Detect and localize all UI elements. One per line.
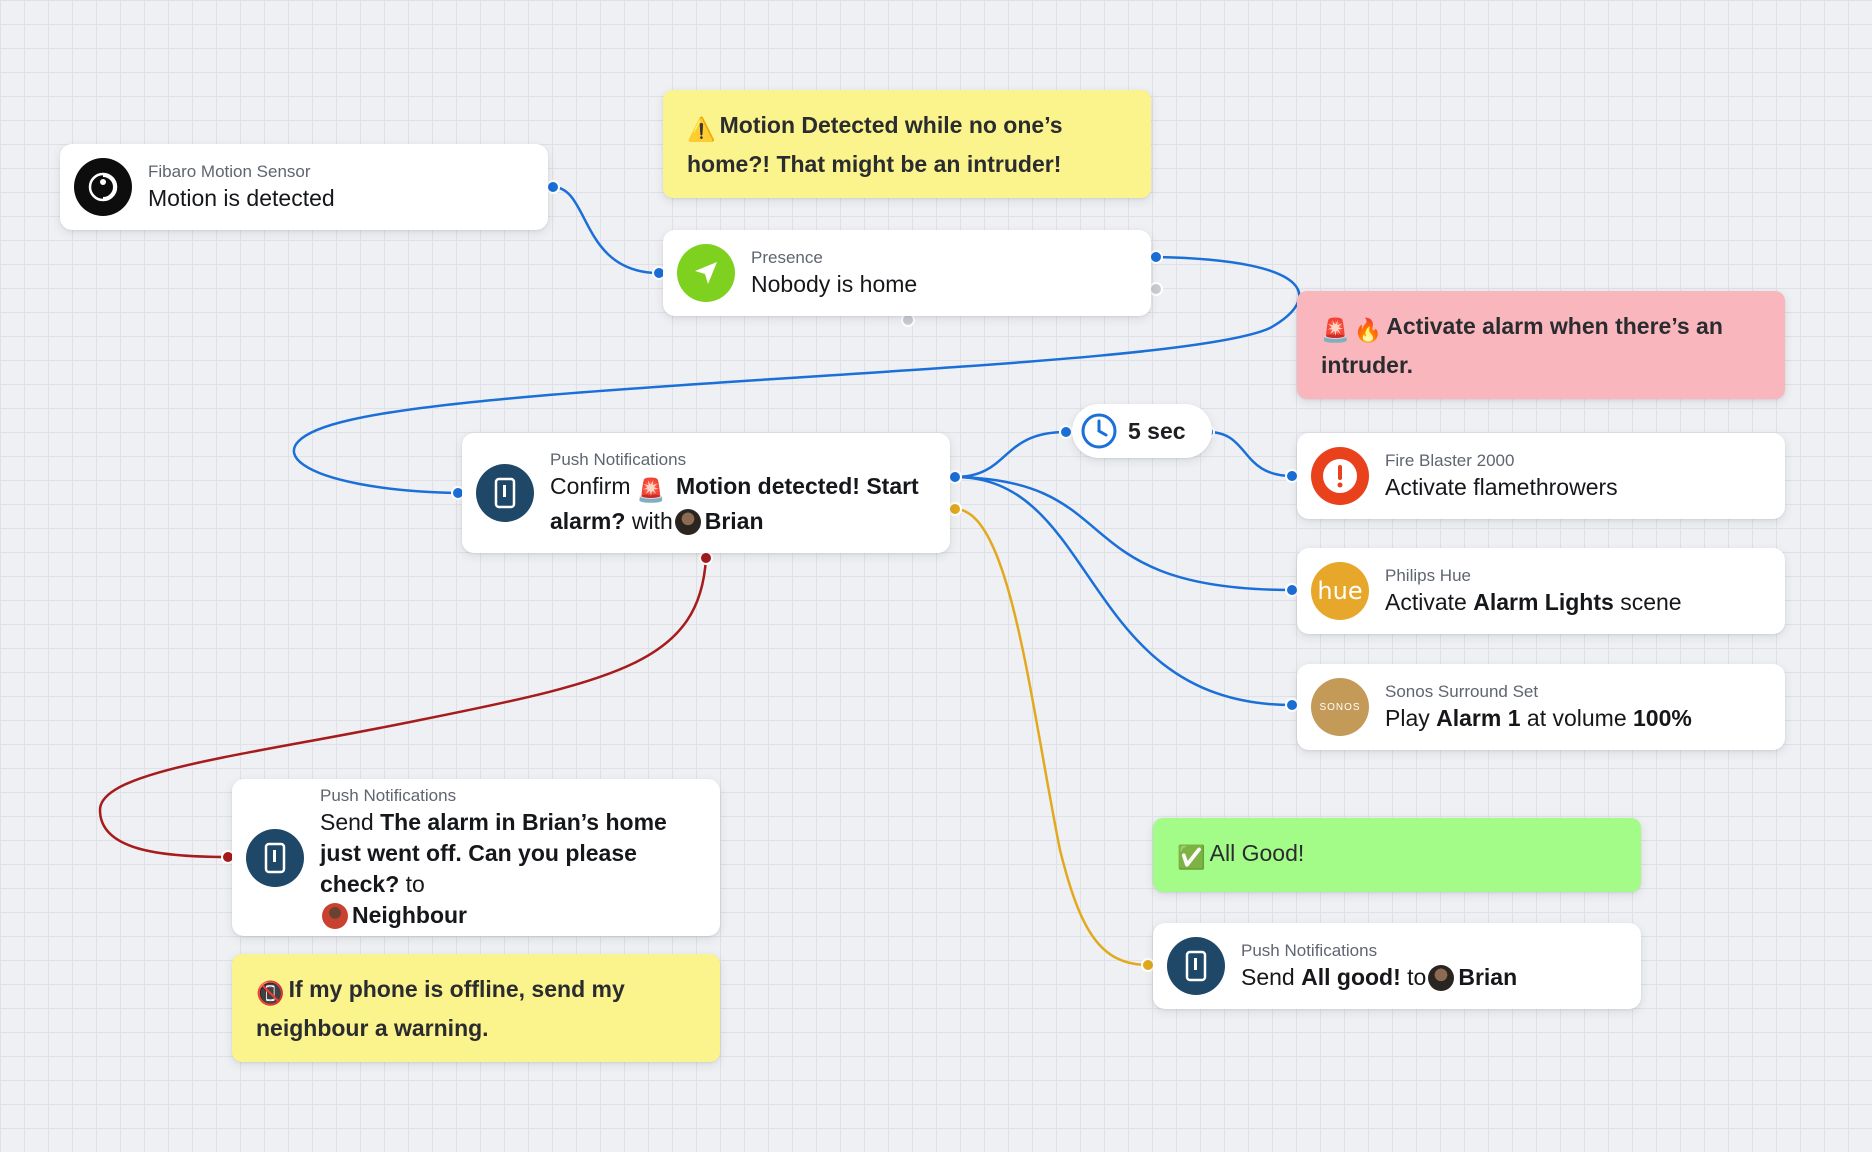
node-philips-hue[interactable]: hue Philips Hue Activate Alarm Lights sc… <box>1297 548 1785 634</box>
wire-confirm-timeout-to-allgood <box>954 507 1149 967</box>
port-confirm-error[interactable] <box>699 551 713 565</box>
node-subtitle: Push Notifications <box>320 785 457 805</box>
sonos-prefix: Play <box>1385 704 1430 731</box>
send-prefix: Send <box>1241 963 1295 990</box>
node-subtitle: Presence <box>751 247 823 267</box>
recipient-name: Brian <box>704 508 764 534</box>
node-subtitle: Sonos Surround Set <box>1385 681 1539 701</box>
node-confirm-push[interactable]: Push Notifications Confirm 🚨 Motion dete… <box>462 433 950 553</box>
with-label: with <box>631 508 673 534</box>
wire-delay-to-fire <box>1207 430 1293 478</box>
phone-icon <box>246 828 304 887</box>
note-activate-alarm[interactable]: 🚨🔥Activate alarm when there’s an intrude… <box>1297 291 1785 399</box>
wire-confirm-error-to-neighbour <box>98 557 708 859</box>
siren-emoji: 🚨 <box>1321 317 1350 343</box>
recipient-name: Brian <box>1458 963 1518 990</box>
note-text: Motion Detected while no one’s home?! Th… <box>687 112 1063 177</box>
motion-sensor-icon <box>74 158 132 216</box>
phone-icon <box>476 464 534 522</box>
recipient-name: Neighbour <box>352 901 467 928</box>
hue-logo-icon: hue <box>1311 562 1369 620</box>
to-label: to <box>1407 963 1427 990</box>
node-title: Nobody is home <box>751 270 918 297</box>
phone-icon <box>1167 937 1225 995</box>
wire-confirm-to-delay <box>954 430 1067 479</box>
node-delay[interactable]: 5 sec <box>1072 404 1212 458</box>
avatar <box>1428 964 1455 991</box>
port-confirm-yes[interactable] <box>948 470 962 484</box>
avatar <box>322 902 348 929</box>
check-emoji: ✅ <box>1177 844 1206 870</box>
siren-emoji: 🚨 <box>636 477 666 503</box>
note-text: Activate alarm when there’s an intruder. <box>1321 313 1723 378</box>
node-motion-sensor[interactable]: Fibaro Motion Sensor Motion is detected <box>60 144 548 230</box>
port-presence-yes[interactable] <box>1149 250 1163 264</box>
node-subtitle: Philips Hue <box>1385 565 1471 585</box>
node-title: Activate Alarm Lights scene <box>1385 587 1682 618</box>
hue-logo-text: hue <box>1317 577 1363 605</box>
node-title: Play Alarm 1 at volume 100% <box>1385 703 1692 734</box>
hue-suffix: scene <box>1620 588 1682 615</box>
note-text: If my phone is offline, send my neighbou… <box>256 976 625 1041</box>
port-delay-in[interactable] <box>1059 425 1073 439</box>
sonos-middle: at volume <box>1526 704 1627 731</box>
node-title: Motion is detected <box>148 184 335 211</box>
warning-emoji: ⚠️ <box>687 116 716 142</box>
node-title: Confirm 🚨 Motion detected! Start alarm? … <box>550 471 936 537</box>
wire-motion-to-presence <box>552 185 660 275</box>
hue-prefix: Activate <box>1385 588 1467 615</box>
node-title: Activate flamethrowers <box>1385 473 1618 500</box>
avatar <box>674 509 701 535</box>
node-subtitle: Push Notifications <box>550 450 687 469</box>
alert-icon <box>1311 447 1369 505</box>
node-sonos[interactable]: SONOS Sonos Surround Set Play Alarm 1 at… <box>1297 664 1785 750</box>
node-subtitle: Push Notifications <box>1241 940 1378 960</box>
location-arrow-icon <box>677 244 735 302</box>
fire-emoji: 🔥 <box>1353 317 1383 343</box>
to-label: to <box>405 870 425 897</box>
note-intruder-warning[interactable]: ⚠️Motion Detected while no one’s home?! … <box>663 90 1151 198</box>
sonos-logo-icon: SONOS <box>1311 678 1369 736</box>
note-all-good[interactable]: ✅All Good! <box>1153 818 1641 892</box>
note-text: All Good! <box>1209 840 1305 866</box>
send-prefix: Send <box>320 808 374 835</box>
wire-confirm-to-hue <box>954 475 1293 592</box>
note-phone-offline[interactable]: 📵If my phone is offline, send my neighbo… <box>232 954 720 1062</box>
node-neighbour-push[interactable]: Push Notifications Send The alarm in Bri… <box>232 779 720 936</box>
confirm-prefix: Confirm <box>550 473 631 499</box>
port-motion-out[interactable] <box>546 180 560 194</box>
sonos-logo-text: SONOS <box>1319 701 1361 713</box>
no-phone-emoji: 📵 <box>256 980 285 1006</box>
send-message: All good! <box>1301 963 1401 990</box>
confirm-message: Motion detected! Start alarm? <box>550 473 919 534</box>
send-message: The alarm in Brian’s home just went off.… <box>320 808 667 897</box>
node-subtitle: Fibaro Motion Sensor <box>148 161 311 181</box>
port-confirm-timeout[interactable] <box>948 502 962 516</box>
node-subtitle: Fire Blaster 2000 <box>1385 450 1515 470</box>
hue-scene: Alarm Lights <box>1473 588 1614 615</box>
node-title: Send The alarm in Brian’s home just went… <box>320 807 706 931</box>
node-presence[interactable]: Presence Nobody is home <box>663 230 1151 316</box>
node-title: Send All good! to Brian <box>1241 962 1517 993</box>
node-all-good-push[interactable]: Push Notifications Send All good! to Bria… <box>1153 923 1641 1009</box>
delay-label: 5 sec <box>1128 417 1186 444</box>
node-fire-blaster[interactable]: Fire Blaster 2000 Activate flamethrowers <box>1297 433 1785 519</box>
clock-icon <box>1081 413 1117 449</box>
sonos-volume: 100% <box>1633 704 1692 731</box>
sonos-track: Alarm 1 <box>1436 704 1521 731</box>
wire-confirm-to-sonos <box>954 475 1293 707</box>
port-presence-no[interactable] <box>1149 282 1163 296</box>
